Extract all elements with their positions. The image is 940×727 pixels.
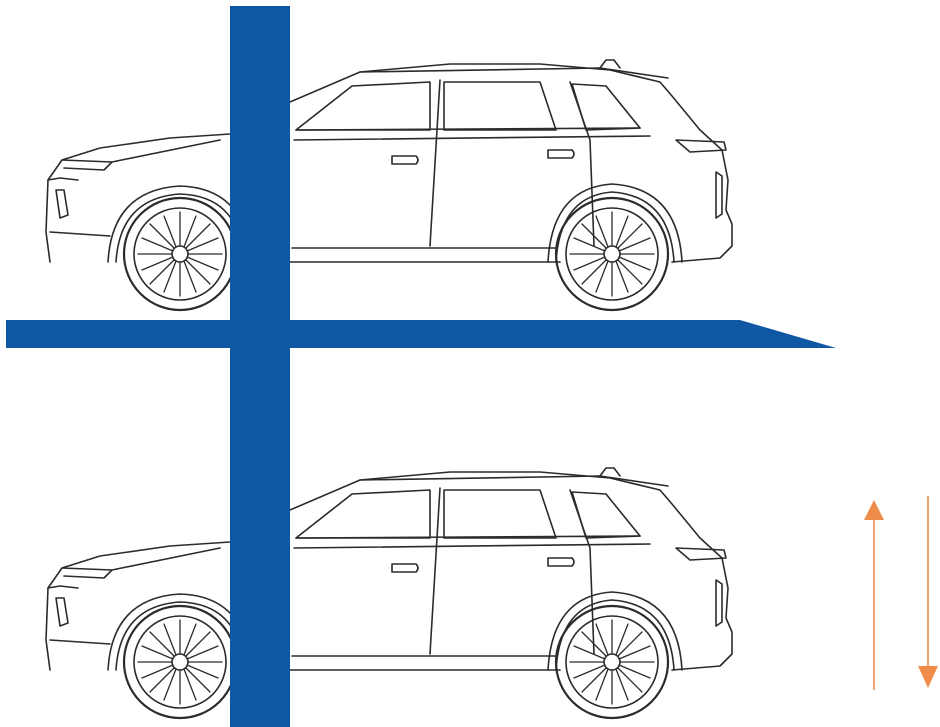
upper-car xyxy=(46,60,732,310)
up-arrow xyxy=(864,500,884,690)
down-arrow xyxy=(918,496,938,688)
upper-platform xyxy=(6,320,836,348)
lift-post xyxy=(230,6,290,727)
lower-car xyxy=(46,468,732,718)
